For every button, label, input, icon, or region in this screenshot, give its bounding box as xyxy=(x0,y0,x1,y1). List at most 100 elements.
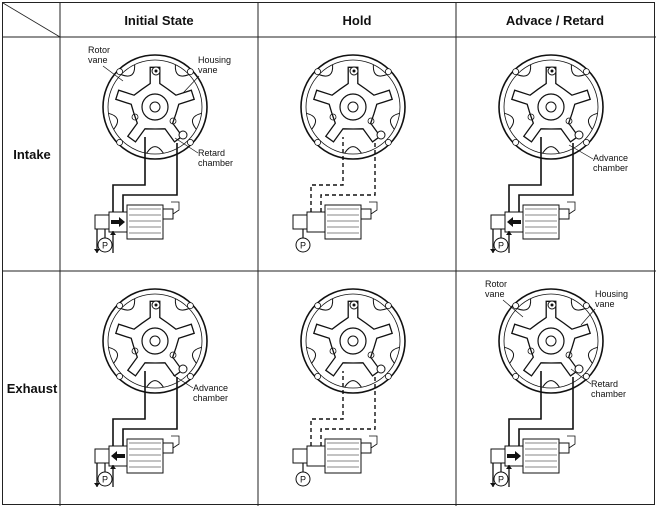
housing-inner-ring xyxy=(305,59,401,155)
oil-passage-a xyxy=(112,371,146,446)
leader-line xyxy=(570,368,592,385)
rotor-hole xyxy=(329,113,337,121)
housing-bolt xyxy=(384,138,392,146)
housing-vane xyxy=(389,112,400,130)
housing-vane xyxy=(389,346,400,364)
label-rotor-vane-line: vane xyxy=(485,289,505,299)
lock-pin xyxy=(574,364,584,374)
housing-bolt xyxy=(314,302,322,310)
rotor-hole xyxy=(367,117,375,125)
rotor-hole xyxy=(131,113,139,121)
header-hold: Hold xyxy=(342,12,372,28)
label-advance-chamber-line: Advance xyxy=(593,153,628,163)
ocv-port-block xyxy=(292,214,308,230)
housing-bolt xyxy=(384,372,392,380)
housing-bolt xyxy=(384,68,392,76)
housing-inner-ring xyxy=(503,293,599,389)
housing-vane xyxy=(504,346,515,364)
drain-arrow xyxy=(94,249,100,253)
housing-vane xyxy=(108,346,119,364)
oil-passage-b xyxy=(320,143,376,212)
label-retard-chamber-line: chamber xyxy=(198,158,233,168)
housing-vane xyxy=(146,146,164,154)
ocv-wire xyxy=(369,435,378,449)
pump-label: P xyxy=(498,475,504,485)
rotor-pin-dot xyxy=(550,303,554,307)
housing-vane xyxy=(146,380,164,388)
ocv-port-block xyxy=(490,214,506,230)
housing-bolt xyxy=(116,302,124,310)
label-housing-vane-line: vane xyxy=(595,299,615,309)
hub-bore xyxy=(545,101,557,113)
leader-line xyxy=(172,374,194,389)
cell-exhaust-advance: P xyxy=(490,288,604,487)
ocv-solenoid xyxy=(324,438,362,474)
drain-arrow xyxy=(490,483,496,487)
lock-pin xyxy=(178,364,188,374)
pump-label: P xyxy=(300,241,306,251)
housing-bolt xyxy=(314,372,322,380)
hub-bore xyxy=(545,335,557,347)
ocv-wire xyxy=(171,435,180,449)
ocv-flow-arrow xyxy=(111,451,125,461)
cell-intake-initial: P xyxy=(94,54,208,253)
oil-passage-a xyxy=(112,137,146,212)
supply-arrow xyxy=(110,231,116,235)
housing-vane xyxy=(174,298,190,311)
drain-arrow xyxy=(490,249,496,253)
housing-outer xyxy=(102,54,208,160)
ocv-flow-arrow xyxy=(507,217,521,227)
supply-arrow xyxy=(110,465,116,469)
rotor-pin-dot xyxy=(550,69,554,73)
housing-vane xyxy=(504,112,515,130)
oil-passage-a xyxy=(310,137,344,212)
label-rotor-vane-line: Rotor xyxy=(88,45,110,55)
pump-icon xyxy=(97,471,113,487)
housing-vane xyxy=(542,380,560,388)
housing-outer xyxy=(498,54,604,160)
cell-intake-advance: P xyxy=(490,54,604,253)
housing-bolt xyxy=(116,372,124,380)
housing-vane xyxy=(372,64,388,77)
ocv-connector xyxy=(162,208,174,220)
ocv-connector xyxy=(558,442,570,454)
leader-line xyxy=(580,308,596,326)
lock-pin xyxy=(574,130,584,140)
header-advance-retard: Advace / Retard xyxy=(505,12,605,28)
ocv-wire xyxy=(567,435,576,449)
rotor-hole xyxy=(169,117,177,125)
rotor-pin-dot xyxy=(154,303,158,307)
cell-intake-hold: P xyxy=(292,54,406,253)
rotor-hole xyxy=(329,347,337,355)
label-retard-chamber-line: Retard xyxy=(591,379,618,389)
housing-vane xyxy=(191,112,202,130)
rotor-hole xyxy=(131,347,139,355)
housing-vane xyxy=(344,380,362,388)
housing-bolt xyxy=(314,138,322,146)
housing-vane xyxy=(570,64,586,77)
grid-lines xyxy=(3,3,656,506)
housing-bolt xyxy=(582,302,590,310)
housing-vane xyxy=(344,146,362,154)
rotor-pin-dot xyxy=(352,303,356,307)
housing-bolt xyxy=(186,372,194,380)
pump-icon xyxy=(493,471,509,487)
ocv-wire xyxy=(171,201,180,215)
drain-arrow xyxy=(94,483,100,487)
housing-bolt xyxy=(116,138,124,146)
cell-exhaust-hold: P xyxy=(292,288,406,487)
housing-inner-ring xyxy=(107,59,203,155)
housing-vane xyxy=(516,298,532,311)
housing-bolt xyxy=(186,68,194,76)
hub-bore xyxy=(347,101,359,113)
housing-inner-ring xyxy=(305,293,401,389)
oil-passage-b xyxy=(320,377,376,446)
label-retard-chamber-line: Retard xyxy=(198,148,225,158)
ocv-port-block xyxy=(490,448,506,464)
housing-vane xyxy=(570,298,586,311)
lock-pin xyxy=(376,364,386,374)
